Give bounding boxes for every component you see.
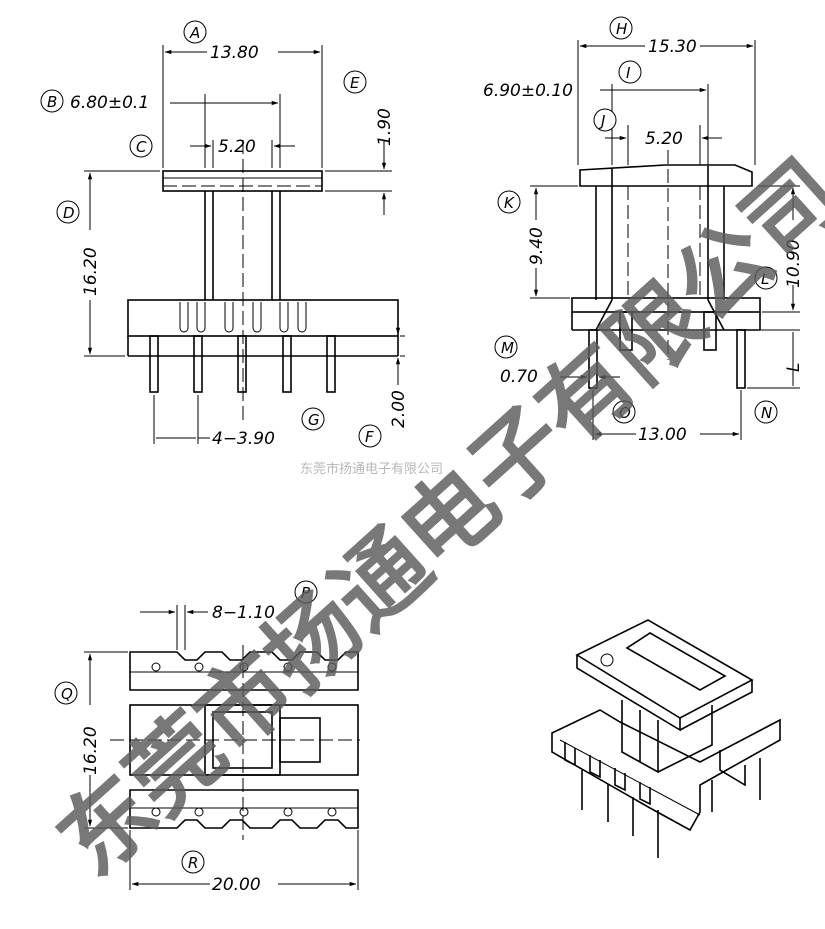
label-B: B <box>47 93 57 111</box>
label-D: D <box>63 204 75 222</box>
label-O: O <box>619 404 631 422</box>
dim-P-value: 8−1.10 <box>212 603 275 623</box>
dim-H-value: 15.30 <box>648 37 697 57</box>
dim-Q-value: 16.20 <box>81 726 101 775</box>
bottom-view: 8−1.10 P 16.20 Q 20.00 R <box>54 580 360 895</box>
dim-C-value: 5.20 <box>218 137 256 157</box>
dim-J-value: 5.20 <box>645 129 683 149</box>
label-N: N <box>761 404 772 422</box>
dim-F-value: 2.00 <box>389 390 409 428</box>
front-view: 13.80 A 6.80±0.1 B 5.20 C 1.90 E 16.20 D <box>40 20 409 449</box>
dim-D-value: 16.20 <box>81 247 101 296</box>
dim-G-value: 4−3.90 <box>212 429 275 449</box>
label-P: P <box>301 584 311 602</box>
label-C: C <box>136 138 147 156</box>
dim-K-value: 9.40 <box>527 227 547 265</box>
small-watermark: 东莞市扬通电子有限公司 <box>300 461 443 477</box>
label-H: H <box>616 20 627 38</box>
dim-B-value: 6.80±0.1 <box>70 93 149 113</box>
label-G: G <box>308 411 320 429</box>
dim-total-value: 10.90 <box>784 239 804 288</box>
large-watermark: 东莞市扬通电子有限公司 <box>38 140 825 897</box>
label-E: E <box>350 74 360 92</box>
label-K: K <box>504 194 515 212</box>
side-view: 15.30 H 6.90±0.10 I 5.20 J 9.40 K 10.90 … <box>483 16 804 445</box>
label-L: L <box>761 270 769 288</box>
dim-M-value: 0.70 <box>500 367 538 387</box>
label-F: F <box>365 428 374 446</box>
dim-R-value: 20.00 <box>212 875 261 895</box>
label-I: I <box>626 64 631 82</box>
dim-E-value: 1.90 <box>375 108 395 146</box>
dim-A-value: 13.80 <box>210 43 259 63</box>
label-Q: Q <box>61 685 73 703</box>
dim-I-value: 6.90±0.10 <box>483 81 573 101</box>
label-R: R <box>188 854 198 872</box>
dim-L-value: L <box>784 363 804 372</box>
label-M: M <box>501 339 514 357</box>
label-J: J <box>598 112 605 130</box>
label-A: A <box>189 24 200 42</box>
isometric-view <box>551 619 781 858</box>
dim-O-value: 13.00 <box>638 425 687 445</box>
